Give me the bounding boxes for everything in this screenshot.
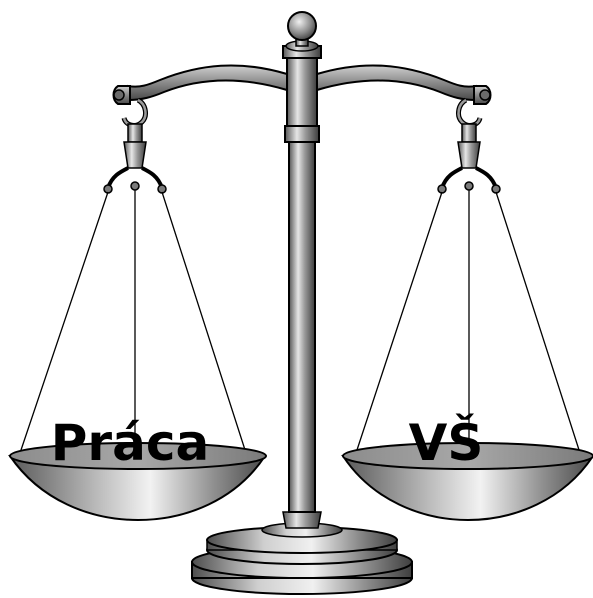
left-hanger [104, 100, 166, 193]
top-knob [288, 12, 316, 40]
right-pan-label: VŠ [409, 413, 484, 472]
right-hanger [438, 100, 500, 193]
scale-post [283, 12, 321, 512]
scale-base [192, 512, 412, 594]
left-pan-label: Práca [51, 414, 209, 472]
